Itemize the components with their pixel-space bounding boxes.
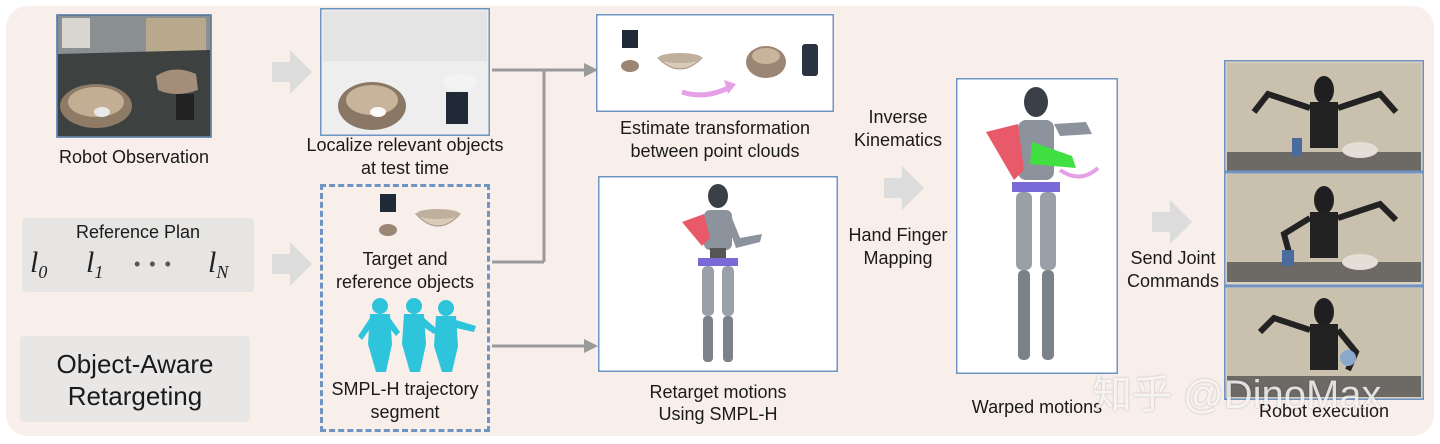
hand-label-line2: Mapping [863,248,933,268]
estimate-label-line1: Estimate transformation [619,118,811,138]
estimate-label-line2: between point clouds [630,141,800,161]
robot-exec-label: Robot execution [1258,401,1390,421]
robot-execution-frames [1224,60,1424,400]
target-label-line2: reference objects [335,272,475,292]
smpl-label-line1: SMPL-H trajectory [331,379,479,399]
smpl-mesh-figures [358,298,476,372]
hand-label-line1: Hand Finger [848,225,948,245]
oar-label-line2: Retargeting [67,381,203,411]
localize-label-line2: at test time [360,158,450,178]
ik-label-line2: Kinematics [853,130,943,150]
reference-plan-box [22,218,254,292]
retarget-label-line1: Retarget motions [649,382,787,402]
plan-l1: l1 [86,246,104,282]
ik-label-line1: Inverse [868,107,928,127]
warped-label: Warped motions [971,397,1103,417]
retarget-robot-panel [598,176,838,372]
warped-motions-panel [956,78,1118,374]
object-aware-retargeting-box [20,336,250,422]
plan-sequence: l0 l1 • • • lN [30,246,260,286]
watermark-text: 知乎 @DinoMax [1092,373,1382,417]
diagram-canvas: Robot Observation Localize relevant obje… [6,6,1434,436]
chevron-arrow-icon [272,242,312,286]
point-cloud-transform-panel [596,14,834,112]
localize-objects-photo [320,8,490,136]
to-retarget-arrow [492,339,598,353]
robot-observation-photo [56,14,212,138]
send-label-line2: Commands [1126,271,1220,291]
merge-arrow-connector [492,63,598,264]
reference-plan-label: Reference Plan [75,222,201,242]
chevron-arrow-icon [1152,200,1192,244]
target-objects-thumbnail [379,194,462,236]
chevron-arrow-icon [884,166,924,210]
robot-observation-label: Robot Observation [58,147,210,167]
plan-l0: l0 [30,246,48,282]
retarget-label-line2: Using SMPL-H [658,404,778,424]
plan-ln: lN [208,246,229,282]
send-label-line1: Send Joint [1130,248,1216,268]
reference-inputs-group [320,184,490,432]
target-label-line1: Target and [362,249,448,269]
chevron-arrow-icon [272,50,312,94]
oar-label-line1: Object-Aware [56,349,214,379]
plan-dots: • • • [134,254,173,274]
localize-label-line1: Localize relevant objects [306,135,504,155]
smpl-label-line2: segment [370,402,440,422]
